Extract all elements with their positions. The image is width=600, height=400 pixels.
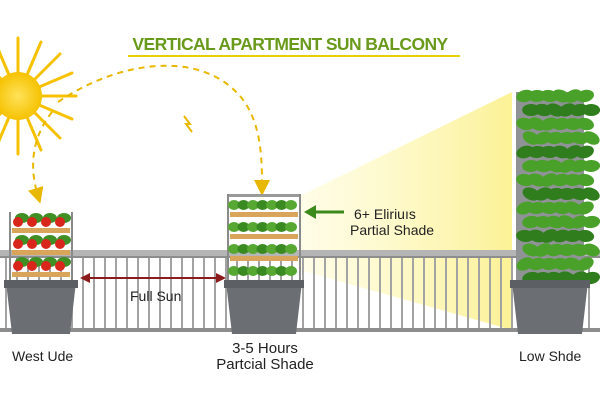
tomato [55,217,65,227]
tomato [13,261,23,271]
tomato [27,239,37,249]
lettuce-leaf [247,244,259,254]
lettuce-leaf [256,222,269,232]
label-middle-line1: 3-5 Hours [232,340,298,357]
lettuce-leaf [256,200,269,210]
tomato [27,261,37,271]
tomato [13,239,23,249]
wall-leaf [582,131,600,145]
lettuce-leaf [266,222,278,232]
lettuce-leaf [228,222,240,232]
lettuce-leaf [266,244,278,254]
sun-path-arc [57,64,270,196]
diagram-title: VERTICAL APARTMENT SUN BALCONY [132,34,448,54]
lettuce-leaf [247,266,259,276]
wall-leaf [582,104,600,116]
wall-leaf [576,145,594,159]
full-sun-arrow [80,273,226,283]
lettuce-leaf [237,222,250,232]
lettuce-leaf [247,222,259,232]
tomato [41,217,51,227]
tomato [27,217,37,227]
wall-leaf [576,229,595,243]
lettuce-leaf [275,200,288,210]
lettuce-leaf [228,266,240,276]
pointer-arrow [304,205,344,219]
wall-leaf [576,173,595,187]
tomato [13,217,23,227]
sun-icon [0,36,78,156]
lettuce-leaf [275,222,288,232]
wall-leaf [582,215,600,229]
lettuce-leaf [256,244,269,254]
wall-leaf [576,89,594,103]
label-full-sun: Full Sun [130,288,182,304]
lettuce-leaf [256,266,269,276]
lettuce-leaf [228,244,240,254]
lettuce-leaf [237,244,250,254]
lettuce-leaf [266,266,278,276]
label-middle-line2: Partcial Shade [216,356,314,373]
wall-leaf [576,201,594,215]
lettuce-leaf [285,266,297,276]
lettuce-leaf [237,200,250,210]
lettuce-leaf [247,200,259,210]
label-right-line2: Partial Shade [350,222,435,238]
wall-leaf [582,243,600,257]
sun-path-left [28,111,53,204]
wall-leaf [576,117,594,131]
label-right-line1: 6+ Eliriuıs [354,206,416,222]
tomato [55,239,65,249]
left-planter [4,212,78,334]
lettuce-leaf [285,200,297,210]
wall-leaf [582,159,600,173]
tomato [41,239,51,249]
label-low: Low Shde [519,348,582,364]
lettuce-leaf [275,266,288,276]
sun-beam-zone [300,92,512,330]
lettuce-leaf [266,200,278,210]
lettuce-leaf [228,200,240,210]
lettuce-leaf [285,222,297,232]
lettuce-leaf [275,244,288,254]
tomato [41,261,51,271]
lightning-mark [183,115,193,133]
lettuce-leaf [237,266,250,276]
middle-planter [224,194,304,334]
right-planter [510,89,600,334]
label-west: West Ude [12,348,74,364]
lettuce-leaf [285,244,297,254]
wall-leaf [576,257,594,271]
tomato [55,261,65,271]
wall-leaf [582,187,600,201]
